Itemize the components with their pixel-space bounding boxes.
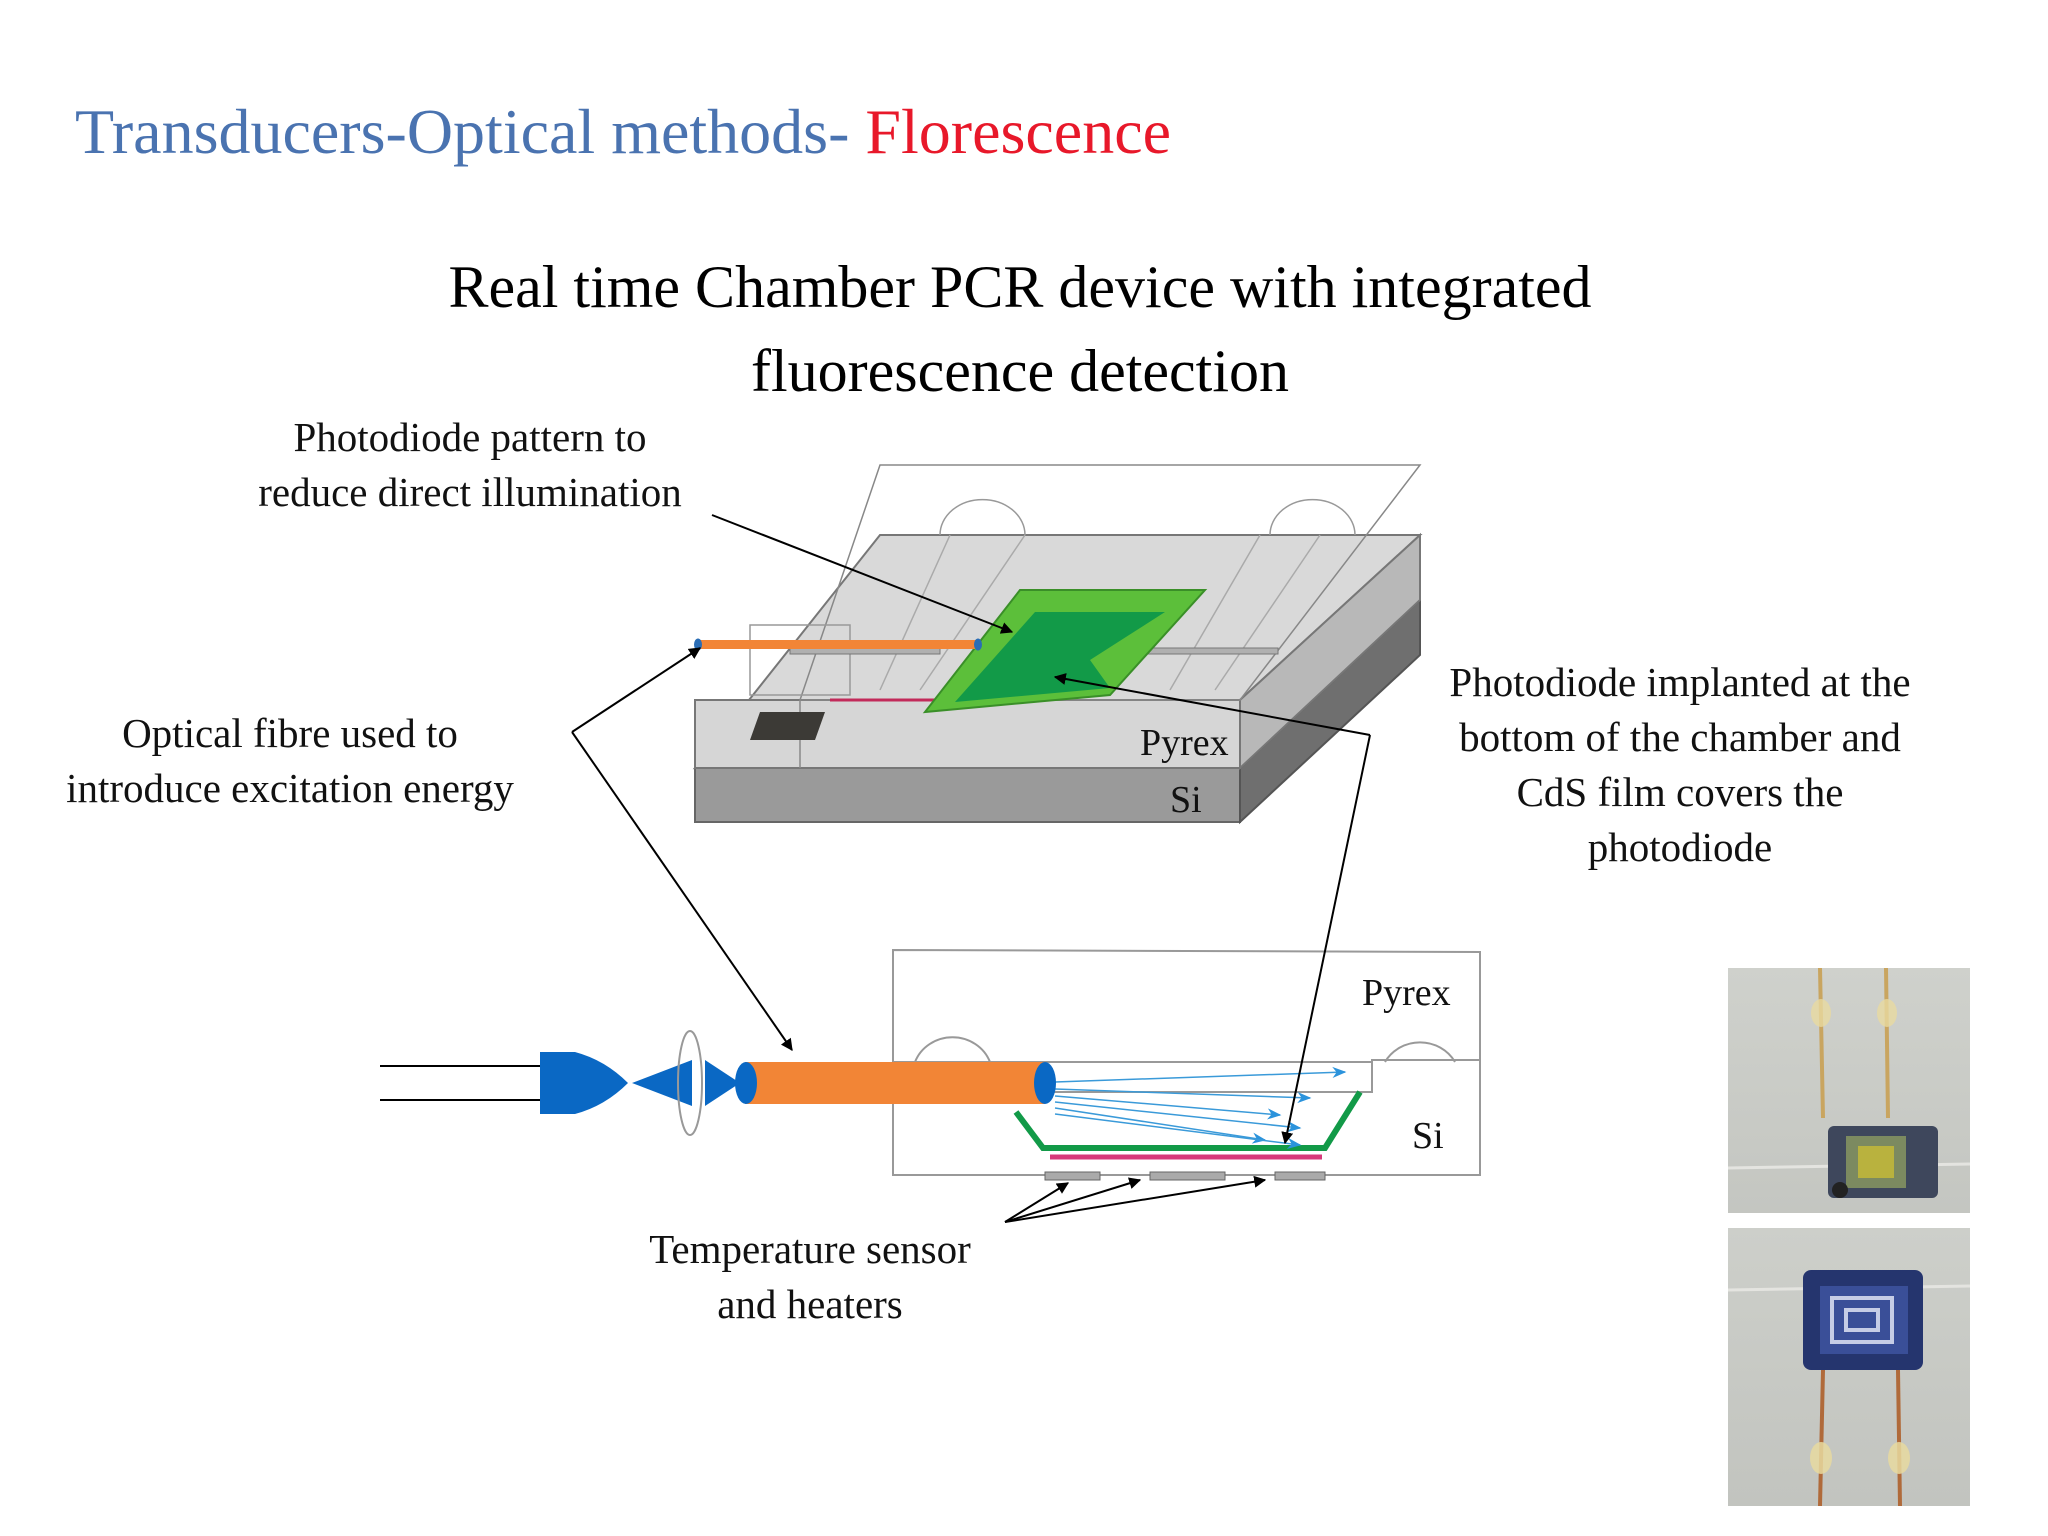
device-photo-bottom [1728,1228,1970,1506]
device-photo-top [1728,968,1970,1213]
slide-subtitle: Real time Chamber PCR device with integr… [230,245,1810,413]
heater-3 [1274,1171,1326,1181]
photodiode-area [955,612,1165,702]
pyrex-plate-side [1239,532,1421,771]
subtitle-line-1: Real time Chamber PCR device with integr… [448,254,1592,320]
top-device: Pyrex Si [692,464,1423,825]
photodiode-pattern-label: Photodiode pattern to reduce direct illu… [200,410,740,520]
callout-arrows [571,514,1371,1223]
chamber-walls [1013,1090,1363,1151]
photodiode-implanted-line-4: photodiode [1587,824,1773,870]
inlet-dome-left [939,498,1026,536]
optical-fibre-section [745,1062,1045,1104]
photodiode-implanted-label: Photodiode implanted at the bottom of th… [1400,655,1960,875]
photodiode-implanted-line-2: bottom of the chamber and [1459,714,1901,760]
bottom-si-label: Si [1412,1115,1444,1157]
inlet-dome-right [1269,498,1356,536]
heater-1 [1044,1171,1101,1181]
top-si-label: Si [1170,779,1202,821]
photodiode-implanted-line-1: Photodiode implanted at the [1449,659,1911,705]
si-layer-front [694,767,1241,823]
heading-part-1: Transducers-Optical methods- [75,96,866,167]
focusing-cone [632,1060,692,1106]
slide-heading: Transducers-Optical methods- Florescence [75,100,1171,164]
optical-fibre-line-1: Optical fibre used to [122,710,458,756]
contact-pad [750,712,825,740]
heater-2 [1149,1171,1226,1181]
temperature-line-1: Temperature sensor [649,1226,971,1272]
subtitle-line-2: fluorescence detection [750,338,1290,404]
excitation-rays [1054,1066,1347,1149]
top-pyrex-label: Pyrex [1140,722,1229,764]
si-section [892,1059,1481,1176]
photodiode-implanted-line-3: CdS film covers the [1516,769,1844,815]
photodiode-pattern-line-2: reduce direct illumination [258,469,682,515]
fibre-coupler [540,1052,628,1114]
heading-part-2: Florescence [865,96,1171,167]
optical-fibre-line-2: introduce excitation energy [66,765,514,811]
pyrex-dome-right [1384,1041,1456,1063]
fibre-holder [749,624,851,696]
lens [677,1030,703,1136]
bottom-pyrex-label: Pyrex [1362,972,1451,1014]
glass-cover [798,464,1422,701]
optical-fibre-top [698,640,978,649]
bottom-cross-section: Pyrex Si [380,948,1481,1181]
pyrex-dome-left [914,1036,991,1063]
temperature-sensor-label: Temperature sensor and heaters [590,1222,1030,1332]
optical-fibre-label: Optical fibre used to introduce excitati… [20,706,560,816]
photodiode-pattern-line-1: Photodiode pattern to [293,414,647,460]
temperature-line-2: and heaters [717,1281,903,1327]
collimating-cone [705,1060,740,1106]
